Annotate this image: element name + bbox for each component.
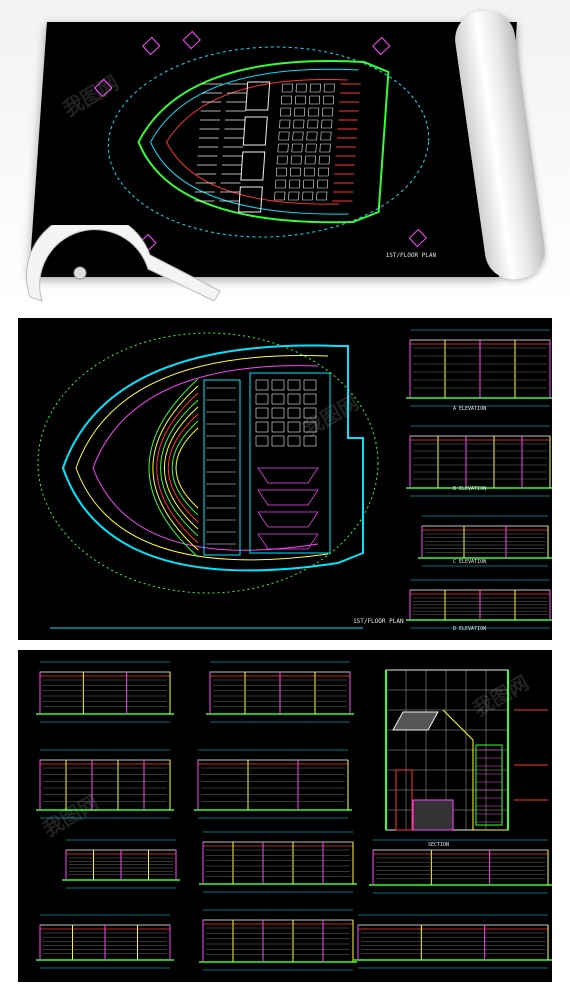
elevation-label-c: C ELEVATION <box>453 559 486 565</box>
auditorium-plan-drawing-1: 1ST/FLOOR PLAN <box>94 30 437 259</box>
protractor-icon <box>25 225 221 302</box>
section-drawing <box>385 669 548 831</box>
elevation-label-b: B ELEVATION <box>453 486 486 492</box>
section-label: SECTION <box>428 842 449 848</box>
floor-plan-sheet-perspective: 1ST/FLOOR PLAN <box>29 22 517 277</box>
elevations-drawing: SECTION <box>36 661 552 971</box>
auditorium-plan-drawing-2: 1ST/FLOOR PLAN A ELEVATION B ELEVATION C… <box>37 329 552 632</box>
sheet-title: 1ST/FLOOR PLAN <box>385 252 436 259</box>
floor-plan-panel: 1ST/FLOOR PLAN A ELEVATION B ELEVATION C… <box>18 318 552 640</box>
elevations-panel: SECTION <box>18 650 552 982</box>
elevation-label-a: A ELEVATION <box>453 406 486 412</box>
plan-title: 1ST/FLOOR PLAN <box>353 618 404 625</box>
elevation-label-d: D ELEVATION <box>453 626 486 632</box>
rolled-sheet-scene: 1ST/FLOOR PLAN <box>0 0 570 310</box>
